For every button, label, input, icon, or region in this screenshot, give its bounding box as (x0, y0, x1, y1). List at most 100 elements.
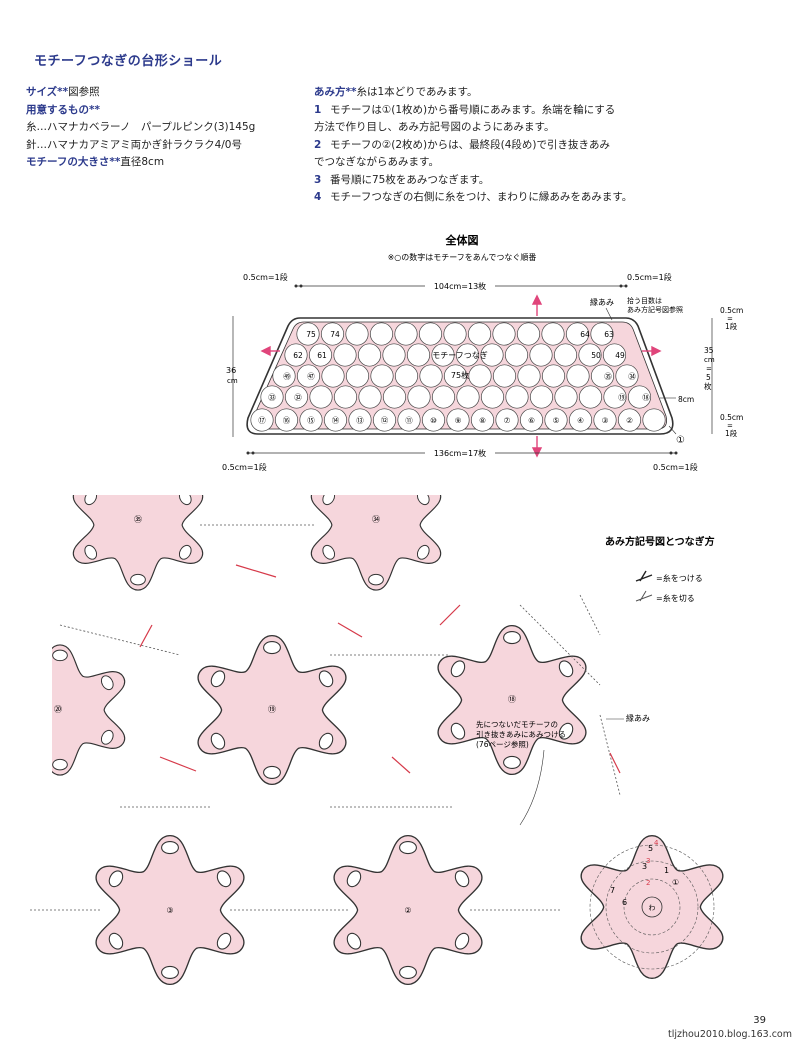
right-top-c: 1段 (725, 321, 738, 331)
svg-text:引き抜きあみにあみつける: 引き抜きあみにあみつける (476, 729, 566, 739)
motif-circle (431, 343, 455, 367)
motif-size-label: モチーフの大きさ** (26, 156, 121, 168)
method-intro-line: あみ方**糸は1本どりであみます。 (314, 84, 754, 102)
motif-circle (308, 343, 333, 367)
bottom-right-dim: 0.5cm=1段 (653, 462, 698, 472)
motif-circle (272, 364, 296, 388)
detail-title: あみ方記号図とつなぎ方 (605, 535, 715, 548)
size-line: サイズ**図参照 (26, 84, 306, 102)
motif-circle (394, 364, 419, 388)
hook-line: 針…ハマナカアミアミ両かぎ針ラクラク4/0号 (26, 138, 242, 151)
size-label: サイズ** (26, 86, 69, 98)
motif-label: ⑰ (258, 416, 266, 425)
motif-label: ⑯ (283, 416, 291, 425)
round-num: 7 (610, 886, 615, 895)
size-value: 図参照 (68, 86, 100, 98)
motif-circle (345, 364, 370, 388)
join-arrow (609, 752, 621, 774)
dim-dot (246, 451, 250, 455)
petal-bobble (503, 755, 521, 769)
yarn-line: 糸…ハマナカベラーノ パープルピンク(3)145g (26, 121, 256, 133)
round-num: 6 (622, 898, 627, 907)
svg-text:=糸をつける: =糸をつける (656, 573, 703, 583)
motif-circle (480, 385, 505, 409)
page-number: 39 (753, 1015, 766, 1026)
join-arrow (391, 756, 411, 774)
motif-diameter: 8cm (678, 395, 694, 404)
top-right-dim: 0.5cm=1段 (627, 272, 672, 282)
height-label: 36 (226, 366, 236, 375)
petal-bobble (558, 722, 574, 740)
motif-circle (517, 364, 541, 388)
petal-bobble (161, 841, 179, 855)
motif-circle (284, 385, 309, 409)
petal-bobble (108, 932, 124, 950)
overall-motif-grid (250, 322, 666, 432)
info-block: サイズ**図参照 用意するもの** 糸…ハマナカベラーノ パープルピンク(3)1… (26, 84, 306, 172)
motif-label-2: ② (404, 906, 411, 915)
motif-flower (95, 834, 245, 986)
motif-1-detail: わ 1 5 4 3 2 7 6 3 ① (580, 835, 724, 979)
chain-line (579, 594, 601, 636)
motif-label: 61 (317, 351, 327, 360)
motif-label: ㉜ (294, 393, 302, 402)
motif-circle (250, 408, 274, 432)
method-step-1-cont: 方法で作り目し、あみ方記号図のようにあみます。 (314, 121, 555, 133)
round-num: 4 (654, 839, 659, 847)
motif-label: ② (626, 416, 633, 425)
motif-circle (470, 408, 495, 432)
motif-circle (593, 408, 617, 432)
petal-bobble (368, 573, 384, 586)
petal-bobble (178, 544, 192, 560)
motif-circle (296, 322, 320, 346)
petal-bobble (399, 841, 417, 855)
motif-label-3: ③ (166, 906, 173, 915)
chain-line (599, 714, 621, 796)
right-bot-c: 1段 (725, 428, 738, 438)
motif-size-line: モチーフの大きさ**直径8cm (26, 154, 306, 172)
join-chains (30, 524, 621, 911)
watermark: tljzhou2010.blog.163.com (667, 1029, 792, 1040)
petal-bobble (503, 631, 521, 645)
motif-circle (323, 408, 348, 432)
overall-note: ※○の数字はモチーフをあんでつなぐ順番 (388, 252, 537, 262)
motif-size-value: 直径8cm (120, 156, 165, 168)
round-ring (623, 878, 681, 936)
motif-flower (310, 495, 442, 591)
motif-label: ㉝ (268, 393, 276, 402)
method-intro: 糸は1本どりであみます。 (356, 86, 478, 98)
petal-bobble (100, 675, 114, 691)
motif-circle (541, 322, 565, 346)
start-marker: ① (676, 435, 685, 446)
petal-bobble (84, 495, 98, 506)
bottom-width-label: 136cm=17枚 (434, 448, 486, 458)
join-arrow (439, 604, 461, 626)
start-label: わ (649, 904, 656, 912)
motif-label: ㉟ (604, 372, 612, 381)
join-arrow (139, 624, 153, 648)
motif-circle (568, 408, 593, 432)
right-mid-e: 枚 (704, 381, 712, 391)
overall-diagram: 全体図 ※○の数字はモチーフをあんでつなぐ順番 0.5cm=1段 0.5cm=1… (222, 233, 743, 472)
legend-attach: =糸をつける (635, 570, 703, 583)
motif-circle (421, 408, 446, 432)
motif-circle (320, 322, 345, 346)
motif-circle (321, 364, 345, 388)
right-mid-d: 5 (706, 373, 711, 382)
motif-flower (333, 834, 483, 986)
motif-circle (578, 343, 602, 367)
motif-circle (519, 408, 544, 432)
motif-flower (72, 495, 204, 591)
direction-arrows (260, 294, 662, 458)
motif-circle (554, 385, 578, 409)
motif-flower (197, 634, 347, 786)
petal-bobble (318, 732, 334, 750)
motif-label: 74 (330, 330, 340, 339)
motif-label: ⑤ (553, 416, 560, 425)
motif-circle (529, 385, 554, 409)
pickup-note-1: 拾う目数は (627, 296, 662, 305)
motif-circle (296, 364, 321, 388)
